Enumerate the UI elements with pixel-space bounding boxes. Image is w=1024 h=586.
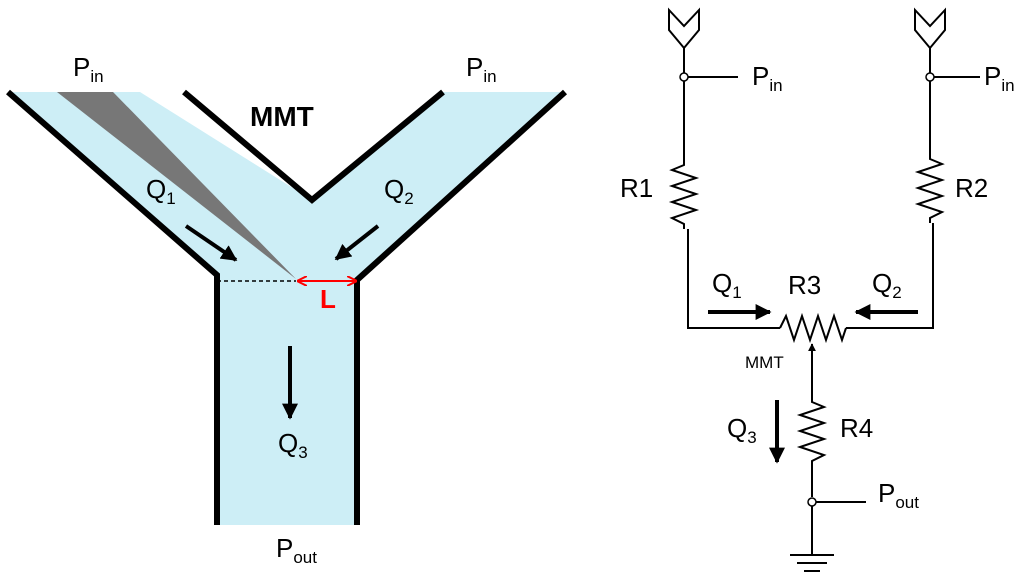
flow-label-q3: Q3 [278,428,308,462]
resistor-label-r2: R2 [955,173,988,203]
resistor-r3 [779,312,847,344]
flow-label-q1: Q1 [146,174,176,208]
circuit-flow-label-q2: Q2 [872,268,902,302]
channel-wall-inner [182,89,445,204]
circuit-flow-label-q1: Q1 [712,268,742,302]
resistor-label-r3: R3 [788,270,821,300]
node-pin-left [679,72,689,82]
inlet-pressure-right: Pin [466,52,497,86]
wire [846,223,934,329]
width-label: L [320,284,336,314]
flow-label-q2: Q2 [384,174,414,208]
outlet-pressure: Pout [276,533,317,567]
circuit-junction-label-mmt: MMT [745,353,784,372]
flow-arrow-q2 [334,224,380,261]
pressure-source-right-icon [914,7,946,50]
channel-wall-right [354,89,568,525]
resistor-label-r1: R1 [620,173,653,203]
resistor-label-r4: R4 [840,413,873,443]
needle-wedge [57,92,296,279]
junction-label-mmt: MMT [250,101,314,132]
node-pin-right [925,72,935,82]
resistor-r1 [668,158,700,229]
ground-icon [790,554,834,572]
circuit-outlet-pressure: Pout [878,478,919,512]
circuit-inlet-pressure-right: Pin [984,61,1015,95]
channel-wall-left [6,89,220,525]
y-channel-panel: L Pin Pin MMT Q1 Q2 Q3 Pout [6,52,568,567]
channel-fluid [8,92,565,525]
resistor-r2 [914,152,946,223]
wire [687,229,780,329]
circuit-inlet-pressure-left: Pin [752,61,783,95]
node-pin-out [807,497,817,507]
flow-arrow-q1 [184,224,238,262]
resistor-r4 [796,395,828,497]
pressure-source-left-icon [668,7,700,50]
circuit-flow-label-q3: Q3 [727,413,757,447]
inlet-pressure-left: Pin [73,52,104,86]
equivalent-circuit-panel: Pin Pin R1 R2 R3 R4 Q1 Q2 Q3 MMT Pout [620,7,1015,572]
